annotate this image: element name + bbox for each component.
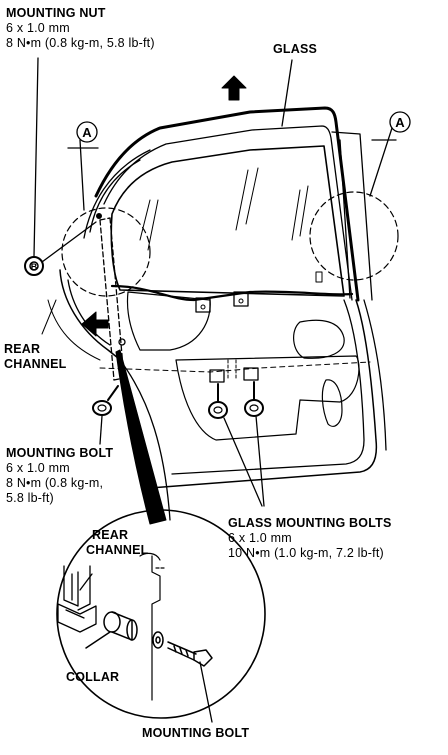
detail-bolt [167,641,213,723]
rear-channel-left-arrow-icon [81,311,109,337]
mounting-bolt-title: MOUNTING BOLT [6,446,114,460]
callout-a-circle-left [61,207,151,297]
rear-channel-lower-bolt-hole [118,338,126,346]
mounting-bolt-label: MOUNTING BOLT 6 x 1.0 mm 8 N•m (0.8 kg-m… [6,446,113,506]
detail-rear-channel-bracket [57,565,97,633]
callout-a-right-letter: A [395,115,405,130]
rear-channel-line1: REAR [4,342,41,356]
detail-mounting-bolt-label: MOUNTING BOLT [142,726,250,740]
door-outer-panel [41,269,387,521]
glass-label: GLASS [273,42,318,56]
callout-a-right-leader [369,127,393,197]
glass-mounting-bolt-icons [208,359,265,507]
mounting-nut-title: MOUNTING NUT [6,6,106,20]
callout-a-circle-right [309,191,399,281]
mounting-nut-torque: 8 N•m (0.8 kg-m, 5.8 lb-ft) [6,36,155,50]
regulator-path-dashed [99,361,371,373]
callout-a-left-badge [76,121,98,143]
mounting-nut-size: 6 x 1.0 mm [6,21,70,35]
detail-view-circle [56,509,266,719]
lower-sash-channel [110,271,354,313]
mounting-nut-label: MOUNTING NUT 6 x 1.0 mm 8 N•m (0.8 kg-m,… [6,6,155,51]
callout-a-left-letter: A [82,125,92,140]
collar-label: COLLAR [66,670,120,684]
detail-rear-channel-line2: CHANNEL [86,543,149,557]
mounting-nut-icon [24,57,97,276]
callout-b-letter: B [31,262,38,272]
callout-a-left-leader [79,139,85,211]
glass-leader [281,59,293,127]
glass-mounting-bolts-label: GLASS MOUNTING BOLTS 6 x 1.0 mm 10 N•m (… [228,516,392,561]
glass-mounting-bolts-torque: 10 N•m (1.0 kg-m, 7.2 lb-ft) [228,546,384,560]
mounting-bolt-torque-1: 8 N•m (0.8 kg-m, [6,476,104,490]
rear-channel-label: REAR CHANNEL [4,342,67,372]
door-sash-frame [83,106,373,302]
detail-door-panel-edge [139,552,165,701]
mounting-bolt-torque-2: 5.8 lb-ft) [6,491,54,505]
rear-channel-line2: CHANNEL [4,357,67,371]
mounting-bolt-size: 6 x 1.0 mm [6,461,70,475]
detail-view-connector [115,349,167,525]
glass-mounting-bolts-title: GLASS MOUNTING BOLTS [228,516,392,530]
glass-panel [110,145,345,297]
detail-washer [152,631,164,649]
detail-collar [85,611,138,649]
glass-mounting-bolts-size: 6 x 1.0 mm [228,531,292,545]
callout-a-right-badge [389,111,411,133]
rear-channel-upper-nut [96,213,102,219]
inner-panel-openings [126,291,360,441]
detail-rear-channel-line1: REAR [92,528,129,542]
glass-up-arrow-icon [221,75,247,101]
rear-mounting-bolt-icon [92,385,119,445]
detail-rear-channel-label: REAR CHANNEL [86,528,149,558]
